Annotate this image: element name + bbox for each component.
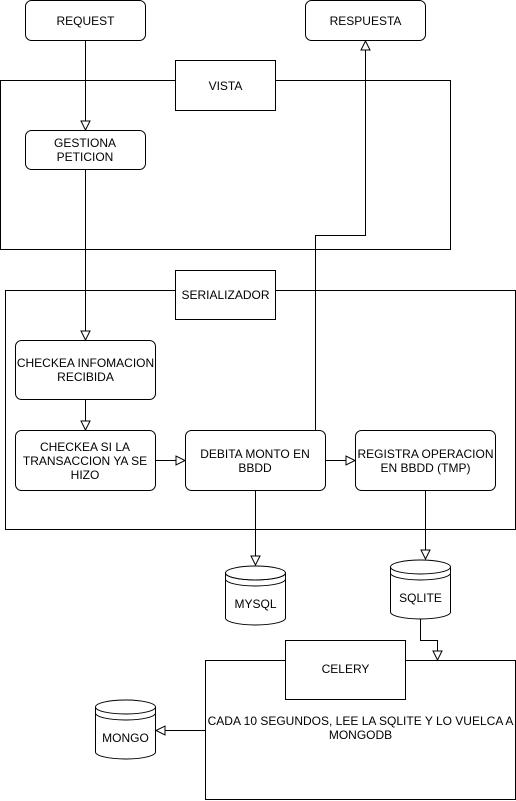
arrowhead (345, 455, 357, 466)
mysql-cylinder (225, 565, 286, 626)
edge-debita-respuesta (315, 50, 366, 431)
edge-sqlite-celery (420, 619, 438, 651)
sqlite-label: SQLITE (399, 591, 442, 605)
arrowhead (80, 120, 91, 132)
arrowhead (420, 549, 431, 561)
checkea-info-label: CHECKEA INFOMACION RECIBIDA (16, 356, 155, 384)
mysql-label: MYSQL (234, 597, 277, 611)
checkea-trans-label: CHECKEA SI LA TRANSACCION YA SE HIZO (22, 439, 148, 482)
celery-task-label: CADA 10 SEGUNDOS, LEE LA SQLITE Y LO VUE… (207, 714, 514, 742)
arrowhead (360, 39, 371, 51)
sqlite-cylinder (390, 559, 451, 620)
serializador-container (5, 290, 516, 530)
arrowhead (175, 455, 187, 466)
respuesta-label: RESPUESTA (329, 13, 402, 28)
arrowhead (154, 725, 166, 736)
serializador-header-box (175, 270, 276, 320)
debita-label: DEBITA MONTO EN BBDD (200, 446, 310, 475)
arrowhead (432, 650, 443, 662)
vista-label: VISTA (208, 78, 243, 93)
gestiona-label: GESTIONA PETICION (53, 136, 116, 164)
mongo-cylinder (95, 699, 156, 760)
registra-label: REGISTRA OPERACION EN BBDD (TMP) (357, 446, 494, 475)
vista-header-box (175, 60, 276, 111)
celery-header-box (285, 640, 406, 700)
arrowhead (80, 420, 91, 432)
celery-label: CELERY (321, 661, 370, 676)
mongo-label: MONGO (102, 731, 149, 745)
arrowhead (80, 330, 91, 342)
serializador-label: SERIALIZADOR (181, 288, 270, 302)
arrowhead (250, 555, 261, 567)
request-label: REQUEST (56, 13, 115, 28)
